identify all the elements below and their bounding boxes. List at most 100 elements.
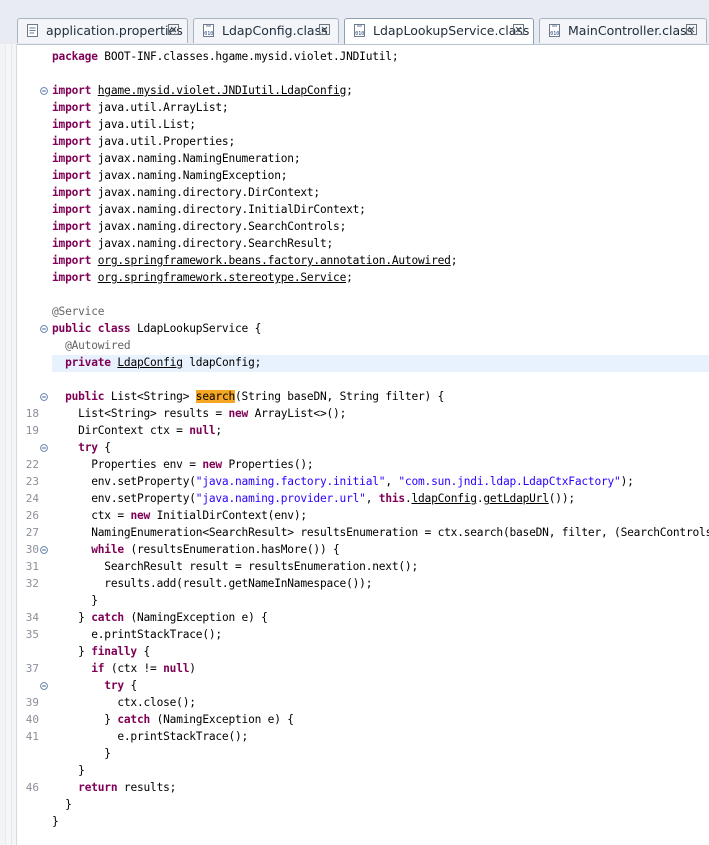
tab-maincontroller-class[interactable]: 010 MainController.class — [539, 18, 707, 43]
code-token: } — [52, 747, 111, 760]
class-file-icon: 010 — [549, 24, 560, 37]
code-line: } finally { — [52, 643, 150, 660]
code-line: import javax.naming.directory.SearchResu… — [52, 235, 333, 252]
line-number: 35 — [25, 628, 39, 641]
line-number: 19 — [25, 424, 39, 437]
code-line: } — [52, 592, 98, 609]
code-token: BOOT-INF.classes.hgame.mysid.violet.JNDI… — [97, 50, 399, 63]
code-line: e.printStackTrace(); — [52, 626, 222, 643]
code-token: "java.naming.provider.url" — [195, 492, 366, 505]
code-token: (resultsEnumeration.hasMore()) { — [123, 543, 340, 556]
code-line: import java.util.ArrayList; — [52, 99, 229, 116]
line-number: 40 — [25, 713, 39, 726]
code-token: , — [365, 492, 379, 505]
tab-application-properties[interactable]: application.properties — [17, 18, 188, 43]
fold-collapse-icon[interactable] — [40, 546, 48, 554]
line-number: 24 — [25, 492, 39, 505]
fold-collapse-icon[interactable] — [40, 325, 48, 333]
line-number: 46 — [25, 781, 39, 794]
code-token: catch — [91, 611, 124, 624]
fold-collapse-icon[interactable] — [40, 87, 48, 95]
code-token: import — [52, 135, 92, 148]
code-token: @Service — [52, 305, 105, 318]
code-token: import — [52, 186, 92, 199]
code-line: SearchResult result = resultsEnumeration… — [52, 558, 418, 575]
tab-ldaplookupservice-class[interactable]: 010 LdapLookupService.class — [344, 18, 534, 44]
code-token: import — [52, 101, 92, 114]
line-number: 22 — [25, 458, 39, 471]
code-token: import — [52, 84, 92, 97]
fold-collapse-icon[interactable] — [40, 444, 48, 452]
code-token — [52, 781, 78, 794]
code-line: ctx.close(); — [52, 694, 196, 711]
code-token: org.springframework.beans.factory.annota… — [97, 254, 451, 267]
code-token: javax.naming.directory.InitialDirContext… — [91, 203, 366, 216]
tab-ldapconfig-class[interactable]: 010 LdapConfig.class — [193, 18, 339, 43]
code-token: finally — [91, 645, 137, 658]
code-area[interactable]: package BOOT-INF.classes.hgame.mysid.vio… — [52, 44, 709, 845]
code-line: return results; — [52, 779, 176, 796]
code-line: import javax.naming.NamingEnumeration; — [52, 150, 301, 167]
code-token: this — [378, 492, 405, 505]
code-token — [52, 441, 78, 454]
code-token: import — [52, 237, 92, 250]
code-token — [52, 356, 65, 369]
code-token: LdapConfig — [117, 356, 183, 369]
code-token: results.add(result.getNameInNamespace())… — [52, 577, 373, 590]
code-line: while (resultsEnumeration.hasMore()) { — [52, 541, 340, 558]
code-token: ldapConfig — [411, 492, 477, 505]
code-token: null — [163, 662, 190, 675]
code-token — [52, 390, 65, 403]
close-icon[interactable] — [513, 24, 524, 35]
code-token: (ctx != — [104, 662, 164, 675]
close-icon[interactable] — [686, 24, 697, 35]
close-icon[interactable] — [319, 24, 330, 35]
code-token: } — [52, 798, 72, 811]
code-line: import javax.naming.directory.SearchCont… — [52, 218, 346, 235]
code-token: return — [78, 781, 118, 794]
code-line: @Autowired — [52, 337, 131, 354]
code-token: javax.naming.directory.SearchResult; — [91, 237, 334, 250]
code-token: getLdapUrl — [483, 492, 549, 505]
code-token: ()); — [548, 492, 575, 505]
code-token: ; — [346, 84, 353, 97]
code-token: new — [202, 458, 222, 471]
svg-text:010: 010 — [204, 31, 213, 37]
code-token — [52, 679, 104, 692]
code-line: import org.springframework.beans.factory… — [52, 252, 457, 269]
code-token: e.printStackTrace(); — [52, 730, 249, 743]
line-number: 32 — [25, 577, 39, 590]
code-token: java.util.Properties; — [91, 135, 235, 148]
line-number: 34 — [25, 611, 39, 624]
code-token: LdapLookupService { — [130, 322, 262, 335]
code-token: private — [65, 356, 111, 369]
code-line: } catch (NamingException e) { — [52, 609, 268, 626]
code-token: } — [52, 645, 92, 658]
search-match-highlight: search — [195, 390, 236, 403]
close-icon[interactable] — [168, 24, 179, 35]
code-line: import javax.naming.directory.InitialDir… — [52, 201, 366, 218]
code-token: env.setProperty( — [52, 475, 196, 488]
code-token: @Autowired — [65, 339, 131, 352]
code-token: ) — [189, 662, 196, 675]
code-token: try — [104, 679, 124, 692]
code-line: List<String> results = new ArrayList<>()… — [52, 405, 346, 422]
code-line: results.add(result.getNameInNamespace())… — [52, 575, 372, 592]
code-token: Properties env = — [52, 458, 203, 471]
code-line: import java.util.List; — [52, 116, 196, 133]
code-line: } — [52, 813, 59, 830]
code-token: List<String> results = — [52, 407, 229, 420]
fold-collapse-icon[interactable] — [40, 393, 48, 401]
editor-tab-bar: application.properties 010 LdapConfig.cl… — [0, 0, 709, 45]
code-token: { — [97, 441, 111, 454]
code-token: results; — [117, 781, 177, 794]
code-token: java.util.ArrayList; — [91, 101, 229, 114]
code-token: javax.naming.directory.DirContext; — [91, 186, 320, 199]
fold-collapse-icon[interactable] — [40, 682, 48, 690]
code-token: try — [78, 441, 98, 454]
code-token: ldapConfig; — [182, 356, 262, 369]
code-line: DirContext ctx = null; — [52, 422, 222, 439]
code-token: ; — [215, 424, 222, 437]
line-number: 37 — [25, 662, 39, 675]
